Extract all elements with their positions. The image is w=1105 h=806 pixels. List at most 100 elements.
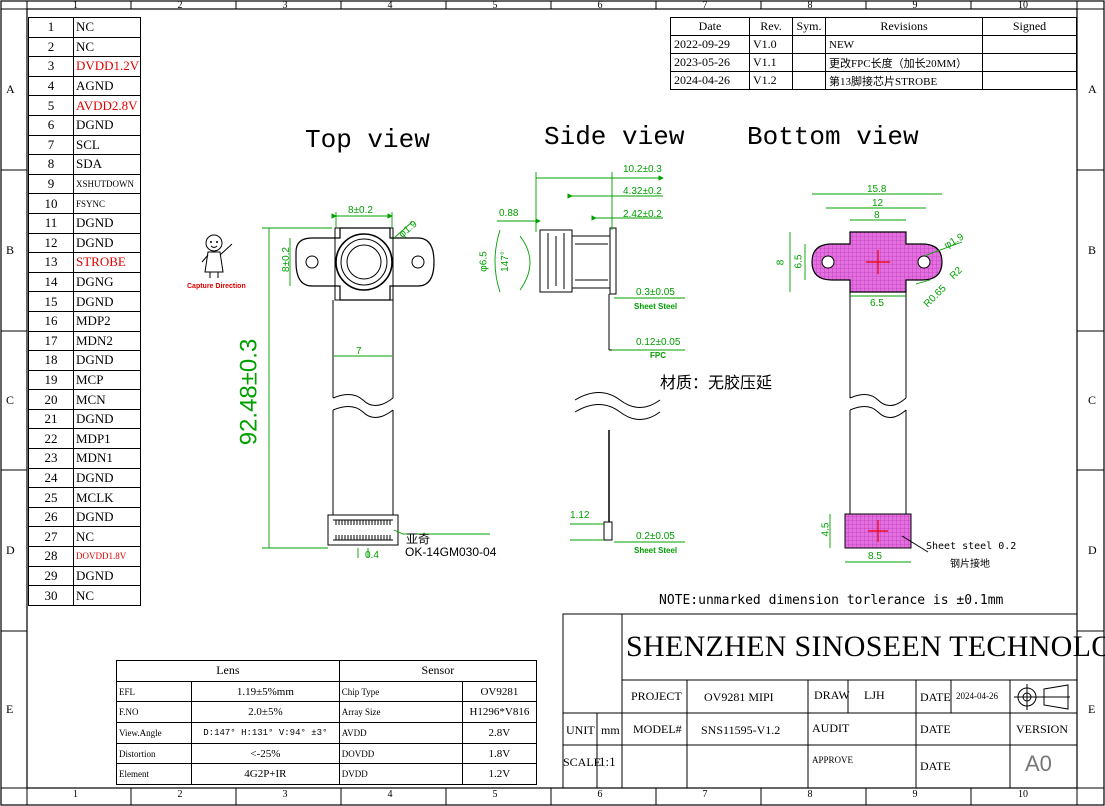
column-label: 9 <box>912 0 918 11</box>
connector-maker: 亚奇 <box>406 532 431 546</box>
revision-desc: 第13脚接芯片STROBE <box>825 71 983 90</box>
model-label: MODEL# <box>633 722 682 736</box>
audit-label: AUDIT <box>812 721 850 735</box>
pin-signal: AVDD2.8V <box>73 95 141 116</box>
side-dim-body: 2.42±0.2 <box>623 209 662 220</box>
version-value: A0 <box>1025 751 1052 776</box>
column-label: 5 <box>492 0 498 11</box>
pin-number: 1 <box>28 17 74 38</box>
pin-signal: DGND <box>73 114 141 136</box>
unit-value: mm <box>601 723 620 737</box>
revision-rev: V1.1 <box>749 53 793 72</box>
top-dim-connector: 0.4 <box>365 550 379 561</box>
side-view-title: Side view <box>544 122 685 152</box>
revision-sym <box>792 35 826 54</box>
pin-number: 15 <box>28 291 74 312</box>
column-label: 6 <box>597 789 603 800</box>
column-label: 10 <box>1018 0 1028 11</box>
side-dim-lens: 4.32±0.2 <box>623 186 662 197</box>
scale-label: SCALE <box>563 755 602 769</box>
top-dim-fpc-width: 7 <box>356 346 362 357</box>
row-label: B <box>6 242 15 257</box>
row-label: D <box>1088 542 1097 557</box>
row-label: D <box>6 542 15 557</box>
pin-signal: DGNG <box>73 271 141 293</box>
side-dim-total: 10.2±0.3 <box>623 164 662 175</box>
bottom-dim-12: 12 <box>872 198 884 209</box>
pin-signal: MDP2 <box>73 310 141 332</box>
pin-number: 26 <box>28 506 74 528</box>
spec-lens-key: Distortion <box>116 742 192 765</box>
pin-signal: SDA <box>73 154 141 175</box>
pin-signal: DGND <box>73 291 141 312</box>
revision-table: Date Rev. Sym. Revisions Signed 2022-09-… <box>670 17 1077 90</box>
side-sheet-steel-bottom: 0.2±0.05 <box>636 531 675 542</box>
capture-direction-label: Capture Direction <box>187 283 246 290</box>
pin-signal: NC <box>73 36 141 58</box>
bottom-view-title: Bottom view <box>747 122 919 152</box>
pin-signal: SCL <box>73 134 141 156</box>
date-label: DATE <box>920 690 951 704</box>
spec-lens-key: EFL <box>116 680 192 703</box>
column-label: 8 <box>807 789 813 800</box>
revision-desc: NEW <box>825 35 983 54</box>
revision-date: 2022-09-29 <box>670 35 750 54</box>
column-label: 10 <box>1018 789 1028 800</box>
pin-number: 2 <box>28 36 74 58</box>
row-label: C <box>1088 392 1097 407</box>
row-label: E <box>6 701 14 716</box>
pin-number: 21 <box>28 408 74 430</box>
side-fpc-thickness: 0.12±0.05 <box>636 337 681 348</box>
pin-number: 13 <box>28 252 74 273</box>
pin-signal: MDN1 <box>73 448 141 469</box>
lens-header: Lens <box>116 660 340 682</box>
column-label: 3 <box>282 0 288 11</box>
spec-lens-value: 2.0±5% <box>191 701 340 724</box>
column-label: 5 <box>492 789 498 800</box>
pin-signal: DGND <box>73 506 141 528</box>
pin-number: 8 <box>28 154 74 175</box>
spec-lens-value: 1.19±5%mm <box>191 680 340 703</box>
pin-number: 19 <box>28 369 74 391</box>
pin-number: 5 <box>28 95 74 116</box>
pin-number: 24 <box>28 467 74 489</box>
projection-symbol <box>1014 684 1070 710</box>
pin-number: 22 <box>28 428 74 450</box>
date2-label: DATE <box>920 722 951 736</box>
side-view-drawing <box>494 172 685 543</box>
spec-sensor-value: 1.2V <box>461 763 538 786</box>
pin-number: 25 <box>28 487 74 508</box>
rev-header-date: Date <box>670 17 750 36</box>
spec-lens-key: Element <box>116 763 192 786</box>
top-view-title: Top view <box>305 125 430 155</box>
pin-number: 17 <box>28 330 74 352</box>
revision-date: 2024-04-26 <box>670 71 750 90</box>
pin-signal: MCP <box>73 369 141 391</box>
row-label: E <box>1088 701 1096 716</box>
pin-number: 7 <box>28 134 74 156</box>
pin-signal: DGND <box>73 408 141 430</box>
side-dim-diameter: φ6.5 <box>478 251 490 272</box>
